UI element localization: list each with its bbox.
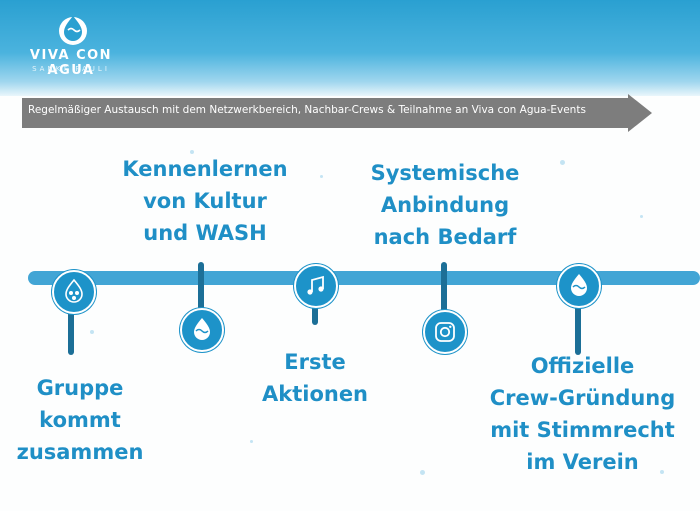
step-label-line: Aktionen bbox=[261, 382, 369, 406]
step-label-line: kommt bbox=[39, 408, 121, 432]
speck bbox=[250, 440, 253, 443]
speck bbox=[190, 150, 194, 154]
step-label-line: Kennenlernen bbox=[122, 157, 288, 181]
banner-text: Regelmäßiger Austausch mit dem Netzwerkb… bbox=[28, 104, 586, 116]
step-label-2: Kennenlernen von Kultur und WASH bbox=[105, 153, 305, 249]
step-node-3 bbox=[294, 264, 338, 308]
people-group-icon bbox=[65, 278, 83, 303]
step-node-5 bbox=[557, 264, 601, 308]
step-label-line: Gruppe bbox=[36, 376, 124, 400]
music-notes-icon bbox=[307, 275, 324, 295]
logo-subtitle: SANKT PAULI bbox=[32, 65, 110, 73]
header-background bbox=[0, 0, 700, 96]
step-label-line: Anbindung bbox=[380, 193, 510, 217]
timeline-stem bbox=[198, 262, 204, 310]
banner-arrow bbox=[22, 94, 652, 132]
step-label-line: Erste bbox=[284, 350, 346, 374]
step-node-1 bbox=[52, 270, 96, 314]
step-label-5: Offizielle Crew-Gründung mit Stimmrecht … bbox=[470, 350, 695, 478]
logo-name: VIVA CON AGUA bbox=[29, 48, 113, 78]
speck bbox=[90, 330, 94, 334]
step-node-2 bbox=[180, 308, 224, 352]
speck bbox=[640, 215, 643, 218]
step-label-3: Erste Aktionen bbox=[245, 346, 385, 410]
step-label-line: von Kultur bbox=[143, 189, 267, 213]
timeline-bar bbox=[28, 271, 700, 285]
timeline-stem bbox=[575, 285, 581, 355]
globe-drop-icon bbox=[194, 318, 210, 340]
step-label-line: Systemische bbox=[370, 161, 520, 185]
step-label-line: nach Bedarf bbox=[373, 225, 517, 249]
step-label-line: zusammen bbox=[16, 440, 144, 464]
instagram-icon bbox=[435, 322, 455, 342]
step-label-4: Systemische Anbindung nach Bedarf bbox=[345, 157, 545, 253]
water-drop-globe-icon bbox=[59, 16, 87, 45]
speck bbox=[660, 470, 664, 474]
viva-con-agua-logo: VIVA CON AGUA SANKT PAULI bbox=[6, 8, 136, 78]
timeline-stem bbox=[441, 262, 447, 312]
step-label-line: im Verein bbox=[526, 450, 639, 474]
step-node-4 bbox=[423, 310, 467, 354]
speck bbox=[420, 470, 425, 475]
step-label-line: und WASH bbox=[143, 221, 267, 245]
timeline-stem bbox=[68, 285, 74, 355]
speck bbox=[560, 160, 565, 165]
speck bbox=[320, 175, 323, 178]
step-label-line: Offizielle bbox=[530, 354, 635, 378]
step-label-1: Gruppe kommt zusammen bbox=[0, 372, 160, 468]
step-label-line: Crew-Gründung bbox=[489, 386, 676, 410]
globe-drop-icon bbox=[571, 274, 587, 296]
step-label-line: mit Stimmrecht bbox=[490, 418, 675, 442]
